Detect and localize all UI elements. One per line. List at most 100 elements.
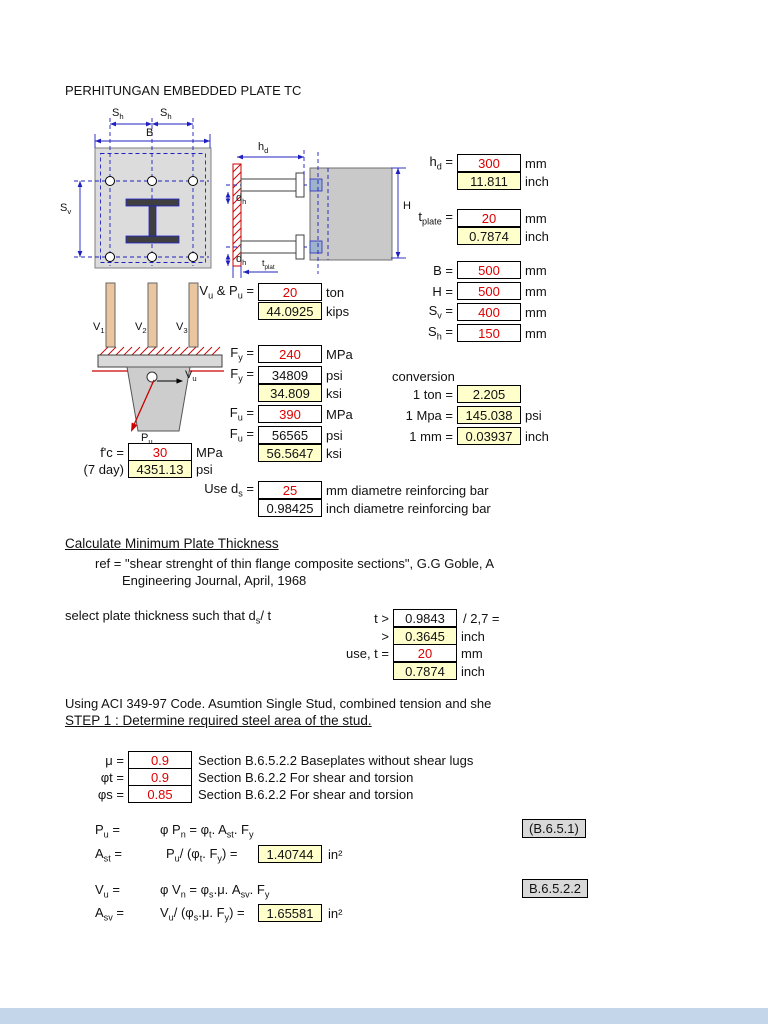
- hd-inch-value-cell: 11.811: [457, 172, 521, 190]
- reference-line-2: Engineering Journal, April, 1968: [122, 573, 307, 588]
- hd-inch-unit: inch: [525, 173, 549, 189]
- vupu-kips-row: 44.0925 kips: [160, 302, 349, 320]
- fc-psi-value-cell: 4351.13: [128, 460, 192, 478]
- t-min-value-cell: 0.9843: [393, 609, 457, 627]
- sh-label: Sh =: [428, 324, 453, 342]
- fu-ksi-unit: ksi: [326, 445, 342, 461]
- fc-value-cell: 30: [128, 443, 192, 461]
- t-min-suffix: / 2,7 =: [463, 610, 500, 626]
- hd-inch-row: 11.811 inch: [380, 172, 549, 190]
- conversion-heading: conversion: [392, 369, 455, 384]
- bracket-v1-label: V1: [93, 321, 105, 336]
- use-t-unit: mm: [461, 645, 483, 661]
- side-dh-bottom-label: dh: [236, 253, 247, 268]
- step1-heading: STEP 1 : Determine required steel area o…: [65, 713, 372, 728]
- fu-psi-label: Fu =: [229, 426, 254, 444]
- fy-mpa-unit: MPa: [326, 346, 353, 362]
- select-thickness-label: select plate thickness such that ds/ t: [65, 608, 272, 626]
- fy-ksi-unit: ksi: [326, 385, 342, 401]
- side-tplate-label: tplat: [262, 258, 275, 271]
- tplate-mm-row: tplate = 20 mm: [380, 209, 547, 227]
- fc-psi-row: (7 day) 4351.13 psi: [60, 460, 213, 478]
- sv-unit: mm: [525, 304, 547, 320]
- b-value-cell: 500: [457, 261, 521, 279]
- pu-code-reference: (B.6.5.1): [522, 819, 586, 838]
- use-t-label: use, t =: [346, 645, 389, 661]
- sh-value-cell: 150: [457, 324, 521, 342]
- conversion-mpa-unit: psi: [525, 407, 542, 423]
- t-min-inch-value-cell: 0.3645: [393, 627, 457, 645]
- fy-psi-value-cell: 34809: [258, 366, 322, 384]
- sh-row: Sh = 150 mm: [380, 324, 547, 342]
- vu-formula-rhs: φ Vn = φs.μ. Asv. Fy: [160, 882, 270, 900]
- use-t-inch-value-cell: 0.7874: [393, 662, 457, 680]
- conversion-mm-unit: inch: [525, 428, 549, 444]
- fc-psi-label: (7 day): [83, 461, 124, 477]
- fu-mpa-unit: MPa: [326, 406, 353, 422]
- pu-formula-lhs: Pu =: [95, 822, 120, 840]
- tplate-inch-value-cell: 0.7874: [457, 227, 521, 245]
- plan-b-label: B: [146, 127, 154, 139]
- bracket-v2-label: V2: [135, 321, 147, 336]
- fu-ksi-row: 56.5647 ksi: [160, 444, 342, 462]
- mu-row: μ = 0.9 Section B.6.5.2.2 Baseplates wit…: [60, 751, 473, 769]
- reference-line-1: ref = "shear strenght of thin flange com…: [95, 556, 495, 571]
- page-title: PERHITUNGAN EMBEDDED PLATE TC: [65, 83, 302, 98]
- b-unit: mm: [525, 262, 547, 278]
- conversion-ton-label: 1 ton =: [412, 386, 453, 402]
- conversion-ton-value-cell: 2.205: [457, 385, 521, 403]
- hd-mm-row: hd = 300 mm: [380, 154, 547, 172]
- side-h-label: H: [403, 200, 411, 212]
- h-value-cell: 500: [457, 282, 521, 300]
- plan-view-diagram: [74, 118, 212, 269]
- use-t-row: use, t = 20 mm: [300, 644, 483, 662]
- vupu-label: Vu & Pu =: [199, 283, 254, 301]
- fu-psi-row: Fu = 56565 psi: [160, 426, 343, 444]
- sh-unit: mm: [525, 325, 547, 341]
- fy-psi-label: Fy =: [230, 366, 254, 384]
- side-hd-label: hd: [258, 141, 269, 156]
- hd-mm-unit: mm: [525, 155, 547, 171]
- vu-code-reference: B.6.5.2.2: [522, 879, 589, 898]
- phi-t-row: φt = 0.9 Section B.6.2.2 For shear and t…: [60, 768, 413, 786]
- side-view-diagram: [225, 150, 406, 278]
- stud-mm-value-cell: 25: [258, 481, 322, 499]
- bracket-v3-label: V3: [176, 321, 188, 336]
- fy-ksi-row: 34.809 ksi: [160, 384, 342, 402]
- phi-t-label: φt =: [100, 769, 124, 785]
- conversion-mpa-label: 1 Mpa =: [405, 407, 453, 423]
- ast-formula-lhs: Ast =: [95, 846, 122, 864]
- phi-s-note: Section B.6.2.2 For shear and torsion: [198, 786, 414, 802]
- t-min-inch-unit: inch: [461, 628, 485, 644]
- conversion-mpa-row: 1 Mpa = 145.038 psi: [380, 406, 542, 424]
- fu-psi-value-cell: 56565: [258, 426, 322, 444]
- bracket-pu-label: Pu: [141, 432, 153, 447]
- page-footer-band: [0, 1008, 768, 1024]
- phi-t-note: Section B.6.2.2 For shear and torsion: [198, 769, 414, 785]
- fc-row: f'c = 30 MPa: [60, 443, 223, 461]
- fy-mpa-row: Fy = 240 MPa: [160, 345, 353, 363]
- fu-mpa-value-cell: 390: [258, 405, 322, 423]
- fc-label: f'c =: [100, 444, 124, 460]
- mu-note: Section B.6.5.2.2 Baseplates without she…: [198, 752, 474, 768]
- tplate-label: tplate =: [418, 209, 453, 227]
- tplate-mm-unit: mm: [525, 210, 547, 226]
- fy-psi-row: Fy = 34809 psi: [160, 366, 343, 384]
- vupu-ton-unit: ton: [326, 284, 345, 300]
- stud-label: Use ds =: [204, 481, 254, 499]
- vu-formula-lhs: Vu =: [95, 882, 120, 900]
- t-min-inch-label: >: [381, 628, 389, 644]
- fy-ksi-value-cell: 34.809: [258, 384, 322, 402]
- tplate-inch-row: 0.7874 inch: [380, 227, 549, 245]
- fu-psi-unit: psi: [326, 427, 343, 443]
- b-label: B =: [433, 262, 453, 278]
- phi-s-label: φs =: [97, 786, 124, 802]
- stud-mm-row: Use ds = 25 mm diametre reinforcing bar: [160, 481, 489, 499]
- plan-sh-right-label: Sh: [160, 107, 172, 122]
- conversion-mm-row: 1 mm = 0.03937 inch: [380, 427, 549, 445]
- fy-psi-unit: psi: [326, 367, 343, 383]
- plan-sh-left-label: Sh: [112, 107, 124, 122]
- asv-formula-rhs: Vu/ (φs.μ. Fy) =: [160, 905, 245, 923]
- stud-inch-row: 0.98425 inch diametre reinforcing bar: [160, 499, 491, 517]
- use-t-value-cell: 20: [393, 644, 457, 662]
